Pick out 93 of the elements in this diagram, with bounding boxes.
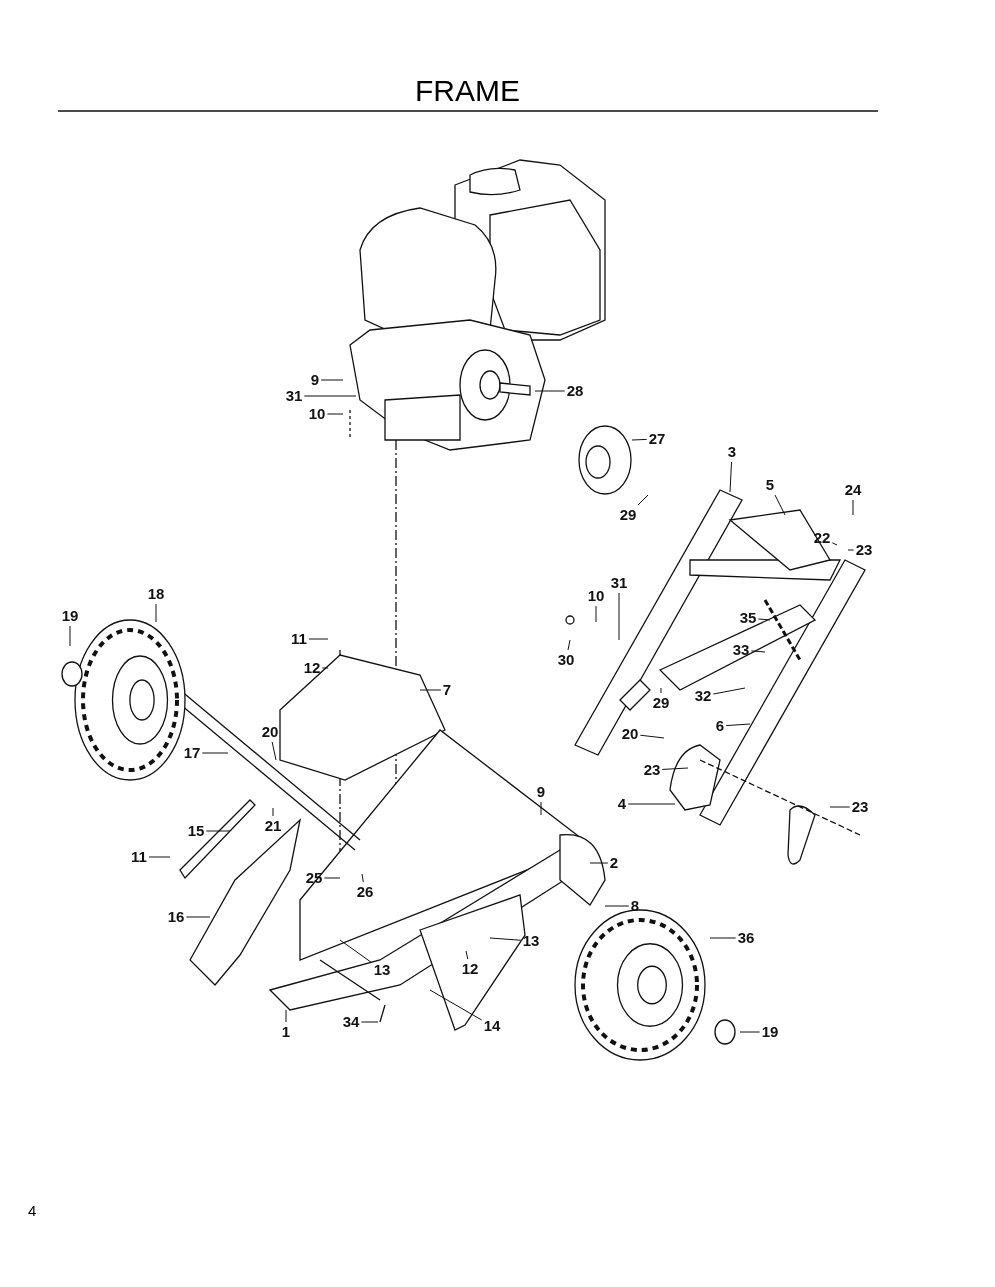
leader-line [712,687,746,695]
leader-line [852,499,854,516]
leader-line [360,1021,379,1023]
callout-number: 35 [739,610,757,626]
leader-line [725,723,751,727]
callout-number: 23 [851,799,869,815]
leader-line [323,877,341,879]
callout-number: 32 [694,688,712,704]
leader-line [639,734,665,739]
leader-line [320,379,344,381]
leader-line [618,592,620,641]
leader-line [534,390,566,392]
callout-number: 11 [131,849,147,865]
leader-line [589,862,609,864]
leader-line [155,603,157,623]
leader-line [419,689,442,691]
callout-number: 9 [536,784,546,800]
callout-number: 24 [844,482,862,498]
callout-number: 2 [609,855,619,871]
callout-number: 15 [187,823,205,839]
callout-number: 16 [167,909,185,925]
leader-line [69,625,71,647]
leader-line [303,395,357,397]
leader-line [285,1009,287,1023]
callout-number: 10 [308,406,326,422]
callout-number: 31 [610,575,628,591]
leader-line [361,873,364,883]
leader-line [540,801,542,816]
leader-line [205,830,231,832]
leader-line [272,807,274,817]
callout-number: 28 [566,383,584,399]
callout-number: 26 [356,884,374,900]
callout-number: 19 [761,1024,779,1040]
leader-line [595,605,597,623]
page-title: FRAME [414,74,521,108]
leader-line [465,950,469,960]
callout-number: 34 [342,1014,360,1030]
callout-number: 31 [285,388,303,404]
leader-line [326,413,344,415]
leader-line [148,856,171,858]
callout-number: 29 [619,507,637,523]
leader-line [637,494,649,506]
leader-line [709,937,737,939]
leader-line [321,667,329,669]
callout-number: 21 [264,818,282,834]
callout-number: 30 [557,652,575,668]
callout-number: 4 [617,796,627,812]
callout-number: 23 [855,542,873,558]
leader-line [604,905,630,907]
callout-number: 9 [310,372,320,388]
callout-number: 29 [652,695,670,711]
leader-line [567,639,571,651]
leader-line [429,989,483,1021]
leader-line [489,937,522,941]
leader-line [661,767,689,770]
callout-number: 19 [61,608,79,624]
callout-number: 20 [261,724,279,740]
leader-line [729,461,732,493]
callout-number: 5 [765,477,775,493]
callout-number: 36 [737,930,755,946]
callout-number: 12 [303,660,321,676]
callout-number: 14 [483,1018,501,1034]
callout-number: 11 [291,631,307,647]
leader-line [631,438,648,441]
leader-line [739,1031,761,1033]
callout-number: 10 [587,588,605,604]
callout-number: 23 [643,762,661,778]
leader-line [339,939,373,964]
callout-number: 7 [442,682,452,698]
callout-number: 1 [281,1024,291,1040]
callout-number: 17 [183,745,201,761]
callout-number: 27 [648,431,666,447]
leader-line [829,806,851,808]
callout-number: 18 [147,586,165,602]
leader-line [201,752,229,754]
leader-line [271,741,277,761]
leader-line [750,650,766,653]
leader-line [757,618,771,621]
callout-number: 12 [461,961,479,977]
page-number: 4 [28,1202,37,1220]
callout-number: 20 [621,726,639,742]
leader-line [831,542,838,546]
leader-line [627,803,676,805]
leader-line [308,638,329,640]
callout-number: 13 [373,962,391,978]
leader-line [185,916,211,918]
callout-number: 13 [522,933,540,949]
callout-number: 33 [732,642,750,658]
callout-number: 6 [715,718,725,734]
leader-line [774,494,786,516]
leader-line [847,549,855,551]
leader-line [660,687,662,694]
callout-number: 3 [727,444,737,460]
